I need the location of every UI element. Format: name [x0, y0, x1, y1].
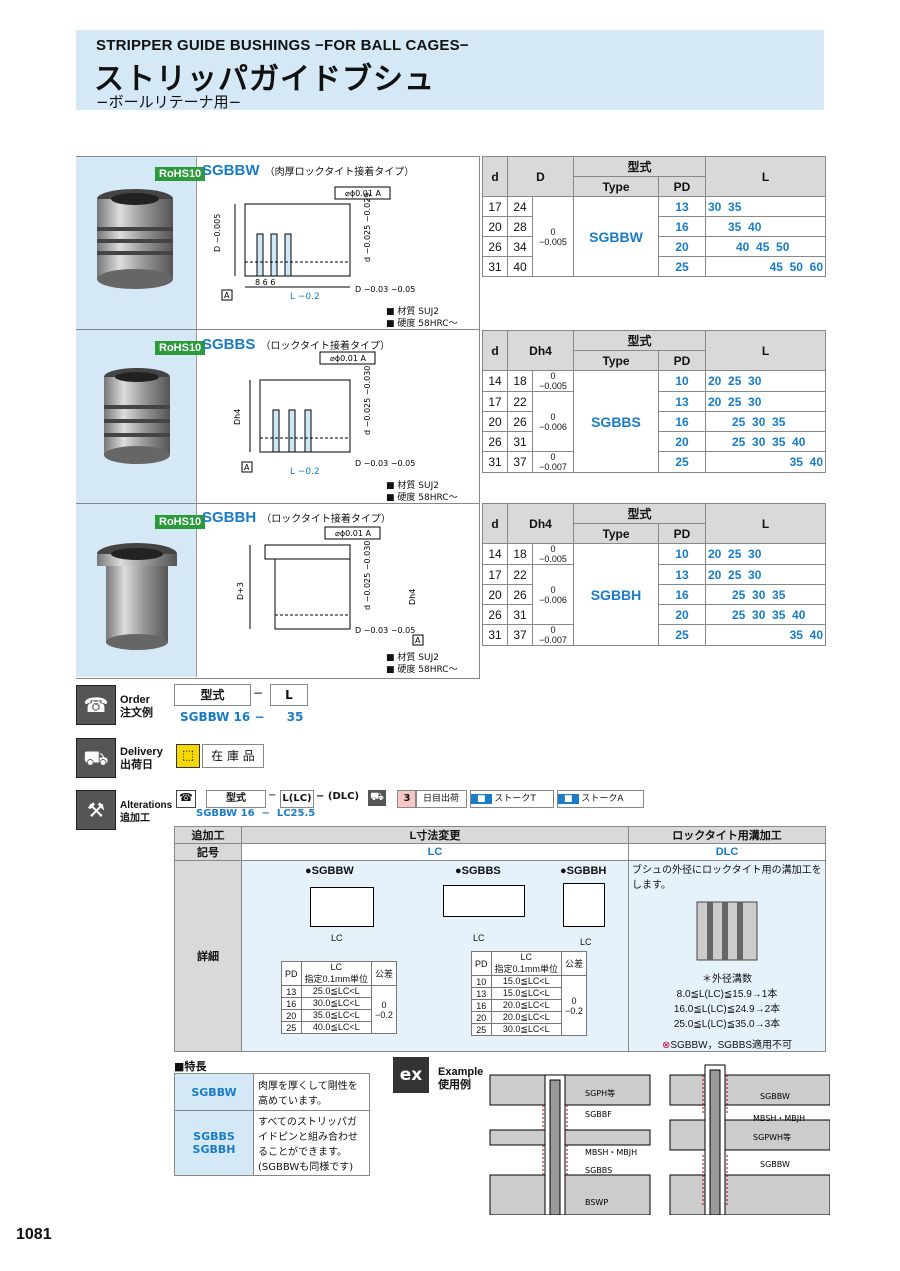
- svg-text:D −0.03 −0.05: D −0.03 −0.05: [355, 285, 415, 294]
- svg-text:Dh4: Dh4: [233, 409, 242, 425]
- page-header: STRIPPER GUIDE BUSHINGS −FOR BALL CAGES−…: [76, 30, 824, 111]
- alterations-example: SGBBW 16 − LC25.5: [196, 808, 316, 819]
- sgbbw-drawing: ⌀ϕ0.01 A D −0.005 d −0.025 −0.029 D −0.0…: [213, 186, 415, 302]
- svg-text:MBSH・MBJH: MBSH・MBJH: [585, 1148, 637, 1157]
- product-name: SGBBH: [202, 509, 257, 526]
- truck-icon: ⛟: [76, 738, 116, 778]
- svg-text:SGPWH等: SGPWH等: [753, 1132, 791, 1142]
- svg-text:⌀ϕ0.01 A: ⌀ϕ0.01 A: [345, 189, 381, 198]
- subtitle-jp: −ボールリテーナ用−: [96, 93, 242, 111]
- product-desc: （ロックタイト接着タイプ）: [260, 341, 391, 352]
- svg-text:D+3: D+3: [236, 582, 245, 600]
- svg-text:d −0.025 −0.030: d −0.025 −0.030: [363, 366, 372, 435]
- sgbbs-drawing: ⌀ϕ0.01 A Dh4 d −0.025 −0.030 D −0.03 −0.…: [233, 351, 415, 477]
- svg-text:MBSH・MBJH: MBSH・MBJH: [753, 1114, 805, 1123]
- svg-text:L −0.2: L −0.2: [290, 292, 320, 302]
- package-icon: ⬚: [176, 744, 200, 768]
- product-desc: （ロックタイト接着タイプ）: [261, 514, 391, 525]
- svg-text:SGBBW: SGBBW: [760, 1160, 790, 1169]
- svg-text:⌀ϕ0.01 A: ⌀ϕ0.01 A: [330, 354, 366, 363]
- sgbbw-photo: [97, 189, 173, 289]
- example-icon: ex: [393, 1057, 429, 1093]
- svg-text:D −0.03 −0.05: D −0.03 −0.05: [355, 459, 415, 468]
- panel-divider: [76, 503, 479, 504]
- svg-text:A: A: [244, 463, 250, 472]
- sgbbh-photo: [97, 543, 177, 650]
- drill-icon: ⚒: [76, 790, 116, 830]
- delivery-value: 在 庫 品: [202, 744, 264, 768]
- stock-t-badge: ■ ストークT: [470, 790, 554, 808]
- dlc-groove-sketch: [696, 901, 758, 961]
- product-desc: （肉厚ロックタイト接着タイプ）: [264, 167, 415, 178]
- sgbbw-lc-sketch: [310, 887, 374, 927]
- phone-icon: ☎: [76, 685, 116, 725]
- order-l-box: L: [270, 684, 308, 706]
- panel-divider: [76, 329, 479, 330]
- svg-text:A: A: [415, 636, 421, 645]
- svg-text:L −0.2: L −0.2: [290, 467, 320, 477]
- sgbbs-photo: [104, 368, 170, 464]
- order-example: SGBBW 16 − 35: [180, 710, 304, 724]
- truck-small-icon: ⛟: [368, 790, 386, 806]
- sgbbh-drawing: ⌀ϕ0.01 A D+3 d −0.025 −0.030 Dh4 D −0.03…: [236, 526, 424, 646]
- svg-text:SGBBS: SGBBS: [585, 1166, 612, 1175]
- phone-small-icon: ☎: [176, 790, 196, 808]
- svg-text:A: A: [224, 291, 230, 300]
- product-name: SGBBS: [202, 336, 256, 353]
- sgbbs-lc-sketch: [443, 885, 525, 917]
- svg-text:BSWP: BSWP: [585, 1198, 608, 1207]
- product-panels-frame: [76, 156, 480, 679]
- svg-text:d −0.025 −0.030: d −0.025 −0.030: [363, 541, 372, 610]
- order-type-box: 型式: [174, 684, 251, 706]
- page-number: 1081: [16, 1226, 52, 1243]
- svg-text:SGBBF: SGBBF: [585, 1110, 612, 1119]
- product-name: SGBBW: [202, 162, 260, 179]
- svg-text:d −0.025 −0.029: d −0.025 −0.029: [363, 193, 372, 262]
- svg-text:D −0.03 −0.05: D −0.03 −0.05: [355, 626, 415, 635]
- material-info: ■ 材質 SUJ2 ■ 硬度 58HRC〜: [386, 653, 458, 675]
- rohs-badge: RoHS10: [155, 515, 206, 529]
- svg-text:8 6 6: 8 6 6: [255, 278, 275, 287]
- svg-text:D −0.005: D −0.005: [213, 214, 222, 252]
- usage-example-diagram: SGPH等 SGBBF MBSH・MBJH SGBBS BSWP SGBBW M…: [489, 1064, 830, 1215]
- sgbbh-lc-sketch: [563, 883, 605, 927]
- svg-text:SGBBW: SGBBW: [760, 1092, 790, 1101]
- rohs-badge: RoHS10: [155, 341, 206, 355]
- material-info: ■ 材質 SUJ2 ■ 硬度 58HRC〜: [386, 307, 458, 329]
- svg-text:⌀ϕ0.01 A: ⌀ϕ0.01 A: [335, 529, 371, 538]
- svg-text:Dh4: Dh4: [408, 589, 417, 605]
- svg-text:SGPH等: SGPH等: [585, 1088, 615, 1098]
- rohs-badge: RoHS10: [155, 167, 206, 181]
- title-jp: ストリッパガイドブシュ: [94, 62, 435, 97]
- features-title: ■特長: [174, 1060, 207, 1073]
- stock-a-badge: ■ ストークA: [557, 790, 644, 808]
- title-en: STRIPPER GUIDE BUSHINGS −FOR BALL CAGES−: [96, 37, 469, 54]
- material-info: ■ 材質 SUJ2 ■ 硬度 58HRC〜: [386, 481, 458, 503]
